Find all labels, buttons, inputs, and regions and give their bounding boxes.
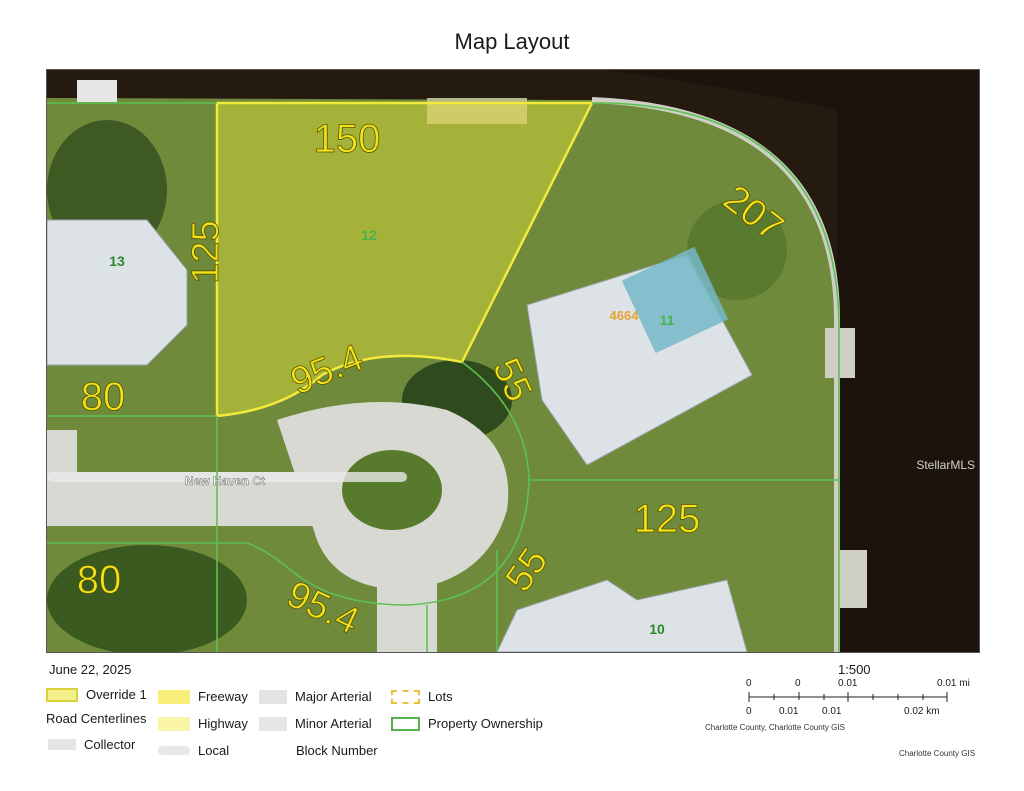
scale-label-mi: 0.01 — [838, 678, 858, 689]
dimension-label: 125 — [185, 220, 227, 283]
legend-label: Freeway — [198, 689, 248, 704]
property-ownership-lines — [47, 102, 840, 652]
legend-label: Block Number — [296, 743, 378, 758]
legend-override: Override 1 — [46, 687, 147, 702]
legend-lots: Lots — [391, 689, 453, 704]
dimension-label: 150 — [314, 117, 381, 161]
legend-label: Property Ownership — [428, 716, 543, 731]
lot-number: 13 — [109, 253, 125, 269]
legend-label: Collector — [84, 737, 136, 752]
legend-label: Major Arterial — [295, 689, 372, 704]
driveway — [47, 430, 77, 480]
legend-block-number: Block Number — [296, 743, 378, 758]
watermark: StellarMLS — [916, 458, 975, 472]
lawn — [687, 200, 787, 300]
pool-enclosure — [621, 246, 729, 354]
subject-parcel-highlight[interactable] — [215, 101, 595, 418]
legend-major-arterial: Major Arterial — [259, 689, 372, 704]
map-date: June 22, 2025 — [49, 662, 132, 677]
scale-bar — [748, 692, 948, 702]
street-label: New Haven Ct — [185, 474, 265, 488]
block-number: 4664 — [610, 308, 640, 323]
scale-label-mi: 0.01 mi — [937, 678, 970, 689]
road-centerline — [47, 472, 407, 482]
map-viewport[interactable]: 150 125 207 95.4 80 55 125 80 55 95.4 12… — [46, 69, 980, 653]
scale-ratio: 1:500 — [838, 662, 871, 677]
lot-number: 11 — [660, 312, 675, 328]
override-swatch — [46, 687, 78, 702]
legend-highway: Highway — [158, 716, 248, 731]
cul-de-sac-island — [342, 450, 442, 530]
property-ownership-swatch — [391, 716, 420, 731]
scale-label-km: 0.01 — [822, 706, 842, 717]
legend-label: Highway — [198, 716, 248, 731]
dock — [825, 328, 855, 378]
legend-collector: Collector — [48, 737, 135, 752]
scale-label-km: 0.02 km — [904, 706, 940, 717]
house-roof-lot-10 — [496, 579, 748, 652]
tree-canopy — [47, 545, 247, 652]
scale-label-mi: 0 — [746, 678, 752, 689]
boat — [77, 80, 117, 102]
scale-label-mi: 0 — [795, 678, 801, 689]
scale-label-km: 0 — [746, 706, 752, 717]
dimension-label: 80 — [81, 375, 126, 419]
dimension-label: 80 — [77, 558, 122, 602]
map-title: Map Layout — [454, 29, 570, 54]
legend-minor-arterial: Minor Arterial — [259, 716, 372, 731]
freeway-swatch — [158, 689, 190, 704]
water-dark — [607, 70, 979, 652]
minor-arterial-swatch — [259, 716, 287, 731]
legend-local: Local — [158, 743, 229, 758]
highway-swatch — [158, 716, 190, 731]
dock — [839, 550, 867, 608]
legend-road-centerlines: Road Centerlines — [46, 711, 146, 726]
collector-swatch — [48, 739, 76, 750]
lots-swatch — [391, 689, 420, 704]
legend-property-ownership: Property Ownership — [391, 716, 543, 731]
scale-label-km: 0.01 — [779, 706, 799, 717]
dimension-label: 125 — [634, 497, 701, 541]
legend-label: Override 1 — [86, 687, 147, 702]
legend-label: Road Centerlines — [46, 711, 147, 726]
legend-label: Lots — [428, 689, 453, 704]
credit-right: Charlotte County GIS — [899, 749, 976, 758]
driveway — [377, 570, 437, 652]
lot-number: 10 — [649, 621, 665, 637]
legend-label: Local — [198, 743, 230, 758]
credit-left: Charlotte County, Charlotte County GIS — [705, 723, 845, 732]
legend-label: Minor Arterial — [295, 716, 372, 731]
legend-freeway: Freeway — [158, 689, 248, 704]
house-roof-lot-13 — [47, 219, 188, 366]
aerial-map[interactable]: 150 125 207 95.4 80 55 125 80 55 95.4 12… — [47, 70, 979, 652]
local-swatch — [158, 746, 190, 755]
lot-number: 12 — [361, 227, 377, 243]
major-arterial-swatch — [259, 689, 287, 704]
